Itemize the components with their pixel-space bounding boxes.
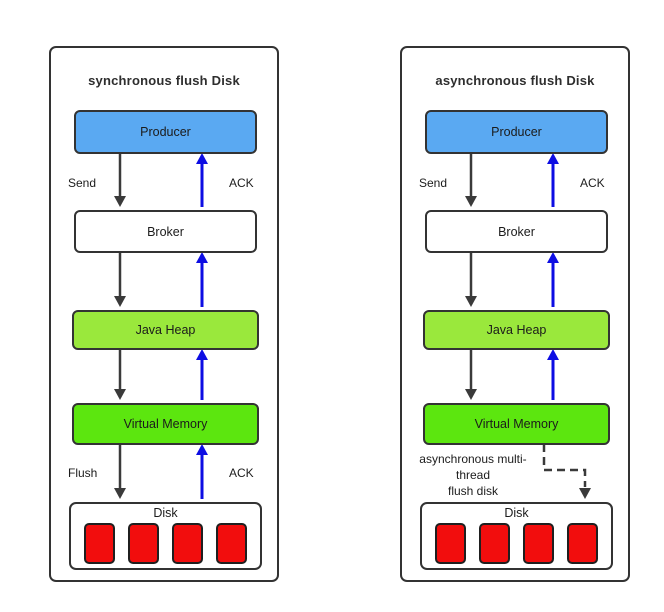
virtual-memory-node: Virtual Memory <box>423 403 610 445</box>
producer-node: Producer <box>74 110 257 154</box>
send-label: Send <box>68 176 97 190</box>
broker-node: Broker <box>74 210 257 253</box>
javaheap-to-vm-arrow <box>114 348 126 400</box>
disk-label: Disk <box>504 506 529 520</box>
disk-block <box>567 523 598 564</box>
async-flush-note-line: thread <box>455 468 491 482</box>
async-flush-panel: asynchronous flush Disk Producer Broker … <box>400 46 630 582</box>
vm-to-javaheap-ack-arrow <box>547 349 559 400</box>
disk-node: Disk <box>69 502 262 570</box>
disk-block <box>172 523 203 564</box>
broker-node: Broker <box>425 210 608 253</box>
async-flush-note-line: flush disk <box>447 484 499 498</box>
producer-to-broker-arrow <box>114 152 126 207</box>
ack-label: ACK <box>229 466 254 480</box>
javaheap-to-vm-arrow <box>465 348 477 400</box>
java-heap-node: Java Heap <box>423 310 610 350</box>
vm-to-javaheap-ack-arrow <box>196 349 208 400</box>
async-flush-note: asynchronous multi- thread flush disk <box>407 451 539 499</box>
producer-to-broker-arrow <box>465 152 477 207</box>
sync-flush-panel: synchronous flush Disk Producer Broker J… <box>49 46 279 582</box>
ack-label: ACK <box>229 176 254 190</box>
producer-node: Producer <box>425 110 608 154</box>
disk-block <box>479 523 510 564</box>
disk-to-vm-ack-arrow <box>196 444 208 499</box>
disk-label: Disk <box>153 506 178 520</box>
disk-block <box>435 523 466 564</box>
async-flush-note-line: asynchronous multi- <box>419 452 527 466</box>
disk-block <box>523 523 554 564</box>
disk-blocks <box>71 523 260 564</box>
panel-title: asynchronous flush Disk <box>435 73 595 88</box>
broker-to-producer-ack-arrow <box>547 153 559 207</box>
virtual-memory-node: Virtual Memory <box>72 403 259 445</box>
flush-label: Flush <box>68 466 98 480</box>
javaheap-to-broker-ack-arrow <box>547 252 559 307</box>
ack-label: ACK <box>580 176 605 190</box>
disk-block <box>216 523 247 564</box>
async-flush-dashed-arrow <box>542 444 591 499</box>
send-label: Send <box>419 176 448 190</box>
disk-blocks <box>422 523 611 564</box>
broker-to-javaheap-arrow <box>114 251 126 307</box>
broker-to-javaheap-arrow <box>465 251 477 307</box>
java-heap-node: Java Heap <box>72 310 259 350</box>
disk-node: Disk <box>420 502 613 570</box>
disk-block <box>128 523 159 564</box>
javaheap-to-broker-ack-arrow <box>196 252 208 307</box>
vm-to-disk-flush-arrow <box>114 443 126 499</box>
broker-to-producer-ack-arrow <box>196 153 208 207</box>
disk-block <box>84 523 115 564</box>
panel-title: synchronous flush Disk <box>88 73 240 88</box>
